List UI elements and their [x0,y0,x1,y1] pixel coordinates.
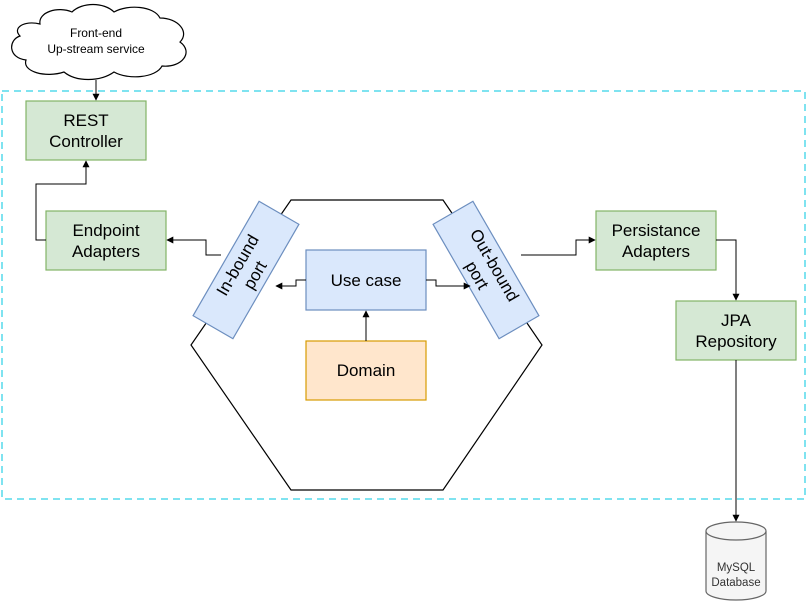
edge-usecase-to-inbound [275,279,306,290]
rest-controller-box: REST Controller [25,100,147,161]
jpa-repository-line1: JPA [721,311,752,330]
persistence-adapters-line2: Adapters [622,242,690,261]
endpoint-adapters-line2: Adapters [72,242,140,261]
domain-label: Domain [337,361,396,380]
use-case-box: Use case [305,249,427,311]
edge-usecase-to-outbound [426,279,471,290]
endpoint-adapters-box: Endpoint Adapters [45,210,167,271]
inbound-port-box: In-bound port [192,200,300,340]
upstream-line1: Front-end [70,26,122,40]
edge-outbound-to-persistence [521,236,596,256]
upstream-service-cloud: Front-end Up-stream service [11,3,187,81]
rest-controller-line2: Controller [49,132,123,151]
outbound-port-box: Out-bound port [432,200,540,340]
mysql-database-cylinder: MySQL Database [705,521,767,601]
edge-endpoint-to-rest [35,160,90,241]
edge-persistence-to-jpa [716,239,740,301]
persistence-adapters-box: Persistance Adapters [595,210,717,271]
jpa-repository-line2: Repository [695,332,777,351]
edge-inbound-to-endpoint [166,236,221,256]
hexagon-core [190,199,543,491]
jpa-repository-box: JPA Repository [675,300,797,361]
connectors [35,80,740,522]
upstream-line2: Up-stream service [47,42,145,56]
use-case-label: Use case [331,271,402,290]
application-boundary [1,90,806,500]
database-line1: MySQL [717,562,756,574]
persistence-adapters-line1: Persistance [612,221,701,240]
domain-box: Domain [305,340,427,401]
database-line2: Database [711,577,760,589]
endpoint-adapters-line1: Endpoint [72,221,139,240]
rest-controller-line1: REST [63,111,108,130]
